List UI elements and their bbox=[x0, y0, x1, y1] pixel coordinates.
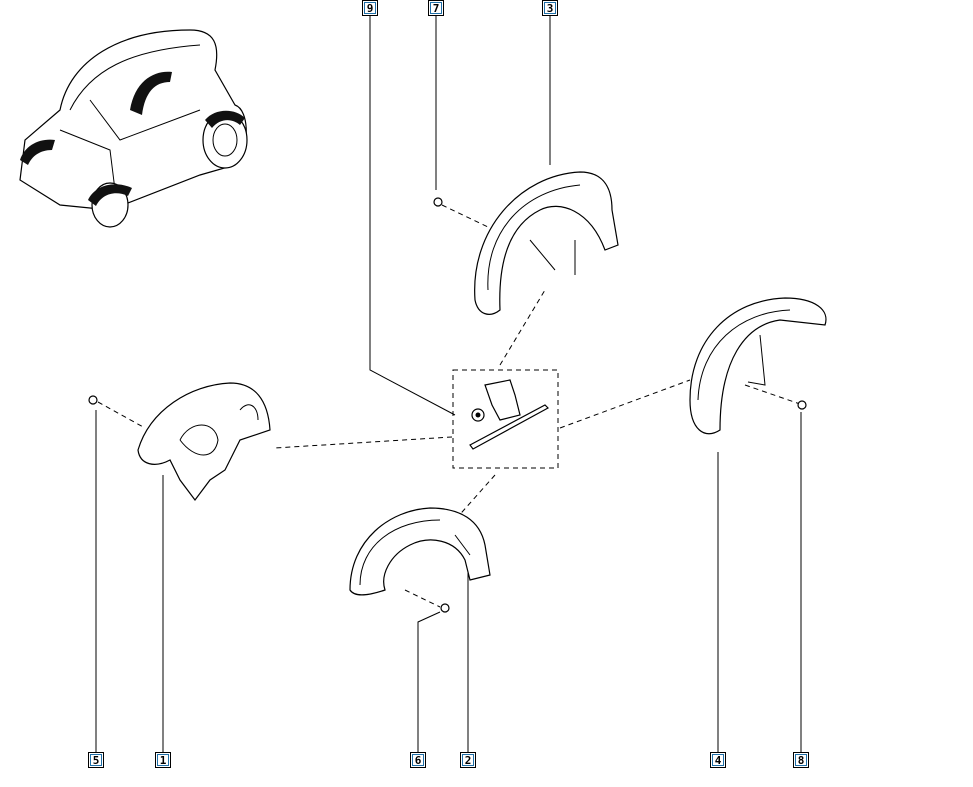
vehicle-overview bbox=[19, 29, 248, 228]
callout-7-label: 7 bbox=[430, 2, 442, 14]
assembly-lines bbox=[97, 204, 801, 608]
callout-4-label: 4 bbox=[712, 754, 724, 766]
callout-1[interactable]: 1 bbox=[155, 752, 171, 768]
callout-8-label: 8 bbox=[795, 754, 807, 766]
callout-5-label: 5 bbox=[90, 754, 102, 766]
leader-lines bbox=[95, 16, 802, 768]
callout-2[interactable]: 2 bbox=[460, 752, 476, 768]
fender-2 bbox=[349, 507, 491, 596]
callout-3[interactable]: 3 bbox=[542, 0, 558, 16]
callout-7[interactable]: 7 bbox=[428, 0, 444, 16]
callout-8[interactable]: 8 bbox=[793, 752, 809, 768]
screws bbox=[88, 197, 807, 613]
fender-4 bbox=[689, 297, 827, 435]
fender-1 bbox=[137, 382, 271, 501]
callout-1-label: 1 bbox=[157, 754, 169, 766]
callout-6-label: 6 bbox=[412, 754, 424, 766]
callout-4[interactable]: 4 bbox=[710, 752, 726, 768]
fender-3 bbox=[474, 171, 619, 315]
callout-6[interactable]: 6 bbox=[410, 752, 426, 768]
callout-2-label: 2 bbox=[462, 754, 474, 766]
callout-5[interactable]: 5 bbox=[88, 752, 104, 768]
callout-9-label: 9 bbox=[364, 2, 376, 14]
fixing-kit bbox=[469, 379, 549, 450]
callout-9[interactable]: 9 bbox=[362, 0, 378, 16]
callout-3-label: 3 bbox=[544, 2, 556, 14]
